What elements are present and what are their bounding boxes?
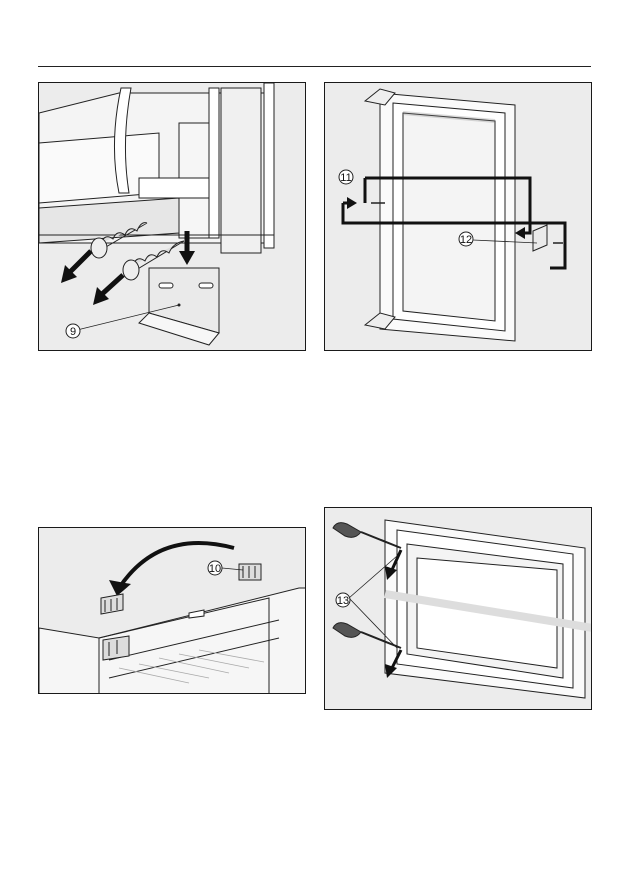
header-rule xyxy=(38,66,591,67)
hinge-part-icon xyxy=(533,225,547,251)
arrow-icon xyxy=(347,197,357,209)
arrow-icon xyxy=(515,227,525,239)
arrow-icon xyxy=(179,251,195,265)
callout-label: 11 xyxy=(340,172,351,184)
callout-label: 9 xyxy=(70,326,76,338)
figure-2-door-rails: 11 12 xyxy=(324,82,592,351)
figure-1-bracket-removal: 9 xyxy=(38,82,306,351)
bracket-icon xyxy=(139,268,219,345)
callout-label: 13 xyxy=(337,595,349,607)
hinge-icon xyxy=(239,564,261,580)
callout-label: 10 xyxy=(209,563,221,575)
arrow-icon xyxy=(109,580,131,596)
callout-label: 12 xyxy=(460,234,472,246)
figure-3-hinge-transfer: 10 xyxy=(38,527,306,694)
hinge-icon xyxy=(101,594,123,614)
hinge-icon xyxy=(103,636,129,660)
figure-4-frame-release: 13 xyxy=(324,507,592,710)
